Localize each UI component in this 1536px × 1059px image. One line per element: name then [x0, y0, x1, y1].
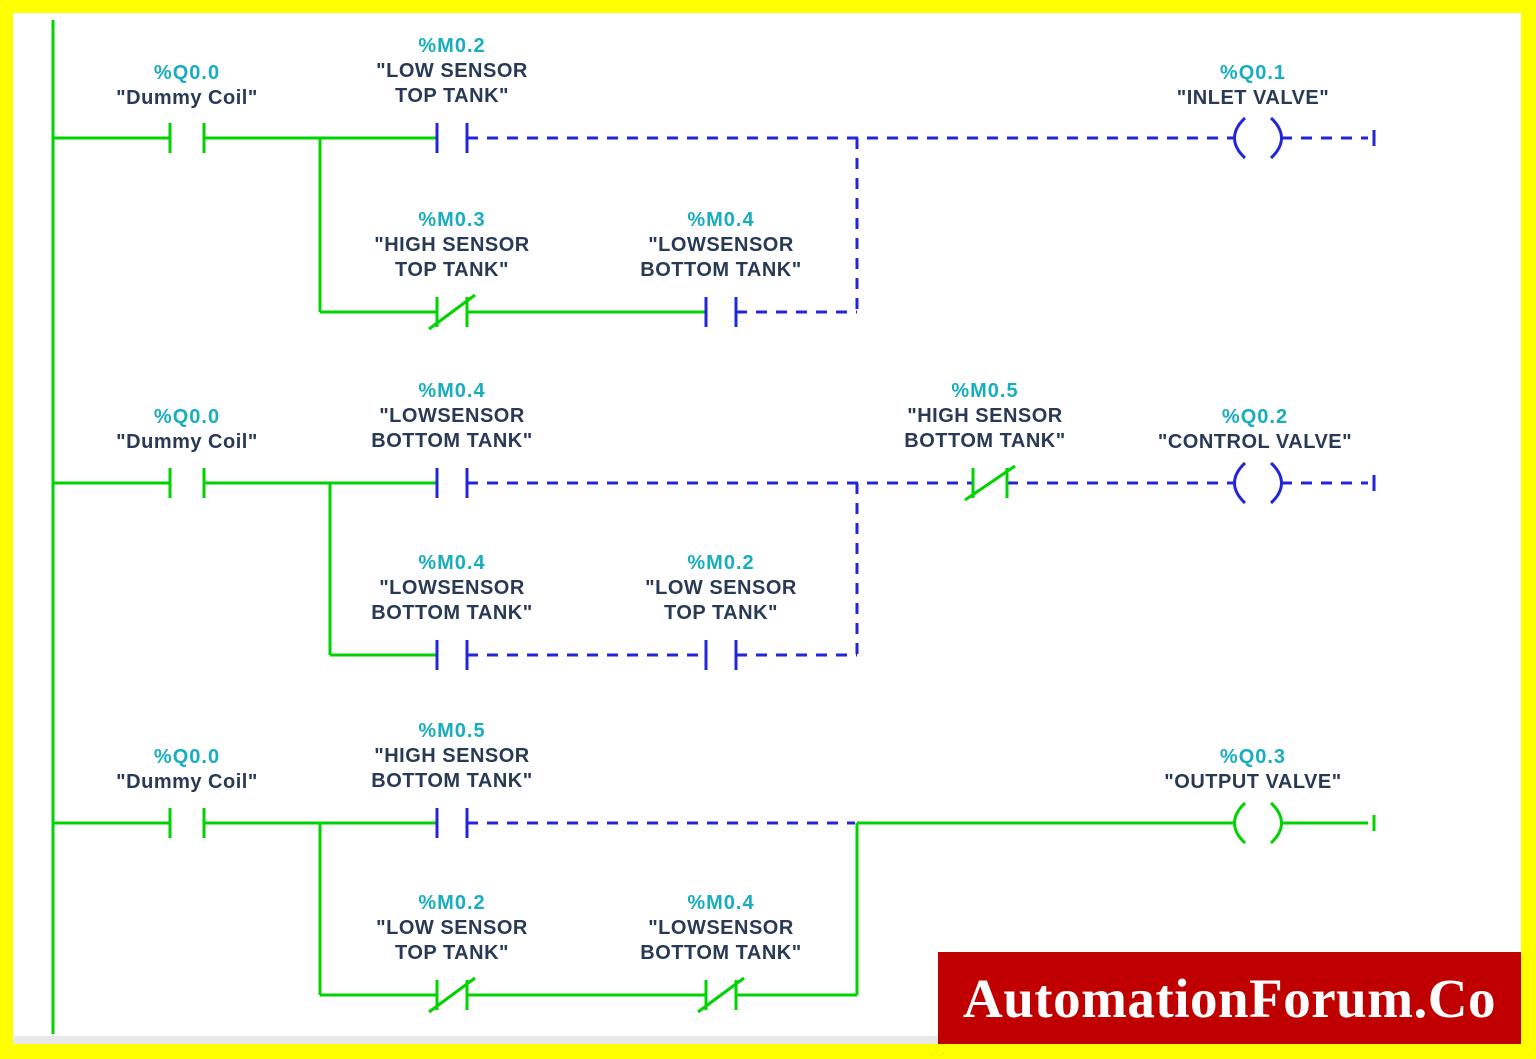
operand-address: %M0.4: [687, 209, 755, 231]
operand-name: "INLET VALVE": [1176, 87, 1330, 109]
label-rung2-branch-m0.2[interactable]: %M0.2 "LOW SENSOR TOP TANK": [645, 550, 797, 626]
rung-1: [53, 116, 1376, 331]
label-rung1-m0.4[interactable]: %M0.4 "LOWSENSOR BOTTOM TANK": [640, 207, 801, 283]
label-rung1-dummy-coil[interactable]: %Q0.0 "Dummy Coil": [116, 60, 258, 111]
operand-name: "LOWSENSOR BOTTOM TANK": [640, 234, 802, 281]
operand-name: "CONTROL VALVE": [1157, 431, 1353, 453]
operand-address: %Q0.3: [1219, 746, 1287, 768]
label-rung2-m0.5[interactable]: %M0.5 "HIGH SENSOR BOTTOM TANK": [904, 378, 1065, 454]
operand-address: %M0.4: [418, 552, 486, 574]
operand-name: "Dummy Coil": [116, 87, 258, 109]
bottom-scrollbar-strip: [14, 1036, 1521, 1044]
label-rung1-q0.1[interactable]: %Q0.1 "INLET VALVE": [1177, 60, 1330, 111]
operand-address: %M0.4: [687, 892, 755, 914]
operand-name: "LOWSENSOR BOTTOM TANK": [640, 917, 802, 964]
operand-name: "HIGH SENSOR BOTTOM TANK": [904, 405, 1066, 452]
operand-name: "LOW SENSOR TOP TANK": [645, 577, 797, 624]
operand-name: "Dummy Coil": [116, 431, 258, 453]
operand-address: %Q0.0: [153, 746, 221, 768]
ladder-canvas: [13, 13, 1521, 1044]
operand-address: %M0.4: [418, 380, 486, 402]
rung-1-energized-wires: [53, 136, 706, 314]
operand-address: %Q0.0: [153, 62, 221, 84]
contact-nc-m0.5-rung2[interactable]: [964, 464, 1016, 502]
coil-q0.3-rung3[interactable]: [1233, 801, 1283, 845]
operand-address: %M0.5: [951, 380, 1019, 402]
operand-address: %M0.3: [418, 209, 486, 231]
watermark-text: AutomationForum.Co: [962, 967, 1496, 1029]
operand-name: "Dummy Coil": [116, 771, 258, 793]
operand-address: %M0.2: [418, 892, 486, 914]
contact-no-q0.0-rung1[interactable]: [168, 123, 206, 153]
contact-no-m0.2-rung1[interactable]: [435, 123, 469, 153]
label-rung1-m0.3[interactable]: %M0.3 "HIGH SENSOR TOP TANK": [374, 207, 530, 283]
contact-no-q0.0-rung2[interactable]: [168, 468, 206, 498]
coil-q0.1-rung1[interactable]: [1233, 116, 1283, 160]
rung-3-energized-wires: [53, 815, 1376, 997]
rung-1-deenergized-wires: [467, 130, 1376, 314]
operand-address: %M0.2: [687, 552, 755, 574]
label-rung2-m0.4[interactable]: %M0.4 "LOWSENSOR BOTTOM TANK": [371, 378, 532, 454]
contact-no-m0.5-rung3[interactable]: [435, 808, 469, 838]
coil-q0.2-rung2[interactable]: [1233, 461, 1283, 505]
operand-name: "HIGH SENSOR TOP TANK": [374, 234, 530, 281]
label-rung3-m0.5[interactable]: %M0.5 "HIGH SENSOR BOTTOM TANK": [371, 718, 532, 794]
operand-address: %M0.2: [418, 35, 486, 57]
operand-name: "OUTPUT VALVE": [1164, 771, 1342, 793]
label-rung1-m0.2[interactable]: %M0.2 "LOW SENSOR TOP TANK": [376, 33, 528, 109]
contact-no-m0.2-branch-rung2[interactable]: [704, 640, 738, 670]
contact-no-m0.4-branch-rung2[interactable]: [435, 640, 469, 670]
rung-2-energized-wires: [53, 481, 437, 657]
contact-no-m0.4-rung2[interactable]: [435, 468, 469, 498]
rung-2-deenergized-wires: [467, 475, 1376, 657]
contact-nc-m0.2-branch-rung3[interactable]: [428, 976, 476, 1014]
operand-name: "HIGH SENSOR BOTTOM TANK": [371, 745, 533, 792]
label-rung2-dummy-coil[interactable]: %Q0.0 "Dummy Coil": [116, 404, 258, 455]
label-rung3-branch-m0.4[interactable]: %M0.4 "LOWSENSOR BOTTOM TANK": [640, 890, 801, 966]
label-rung3-branch-m0.2[interactable]: %M0.2 "LOW SENSOR TOP TANK": [376, 890, 528, 966]
operand-address: %Q0.1: [1219, 62, 1287, 84]
operand-name: "LOW SENSOR TOP TANK": [376, 917, 528, 964]
operand-name: "LOW SENSOR TOP TANK": [376, 60, 528, 107]
operand-address: %M0.5: [418, 720, 486, 742]
contact-nc-m0.4-branch-rung3[interactable]: [697, 976, 745, 1014]
operand-name: "LOWSENSOR BOTTOM TANK": [371, 405, 533, 452]
contact-no-m0.4-rung1[interactable]: [704, 297, 738, 327]
rung-2: [53, 461, 1376, 670]
rung-3: [53, 801, 1376, 1014]
label-rung3-dummy-coil[interactable]: %Q0.0 "Dummy Coil": [116, 744, 258, 795]
label-rung2-q0.2[interactable]: %Q0.2 "CONTROL VALVE": [1158, 404, 1352, 455]
watermark-banner: AutomationForum.Co: [938, 952, 1521, 1044]
contact-nc-m0.3-rung1[interactable]: [428, 293, 476, 331]
operand-name: "LOWSENSOR BOTTOM TANK": [371, 577, 533, 624]
label-rung2-branch-m0.4[interactable]: %M0.4 "LOWSENSOR BOTTOM TANK": [371, 550, 532, 626]
contact-no-q0.0-rung3[interactable]: [168, 808, 206, 838]
operand-address: %Q0.2: [1221, 406, 1289, 428]
operand-address: %Q0.0: [153, 406, 221, 428]
label-rung3-q0.3[interactable]: %Q0.3 "OUTPUT VALVE": [1164, 744, 1341, 795]
